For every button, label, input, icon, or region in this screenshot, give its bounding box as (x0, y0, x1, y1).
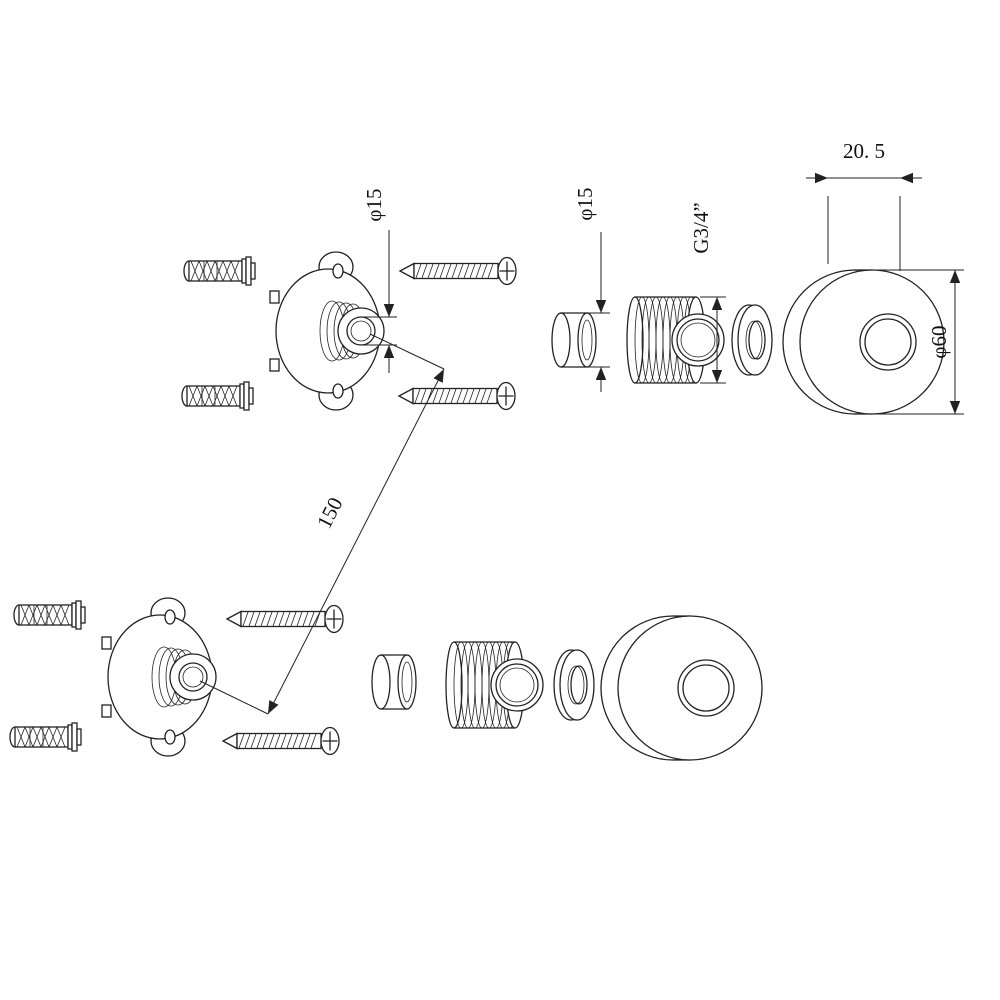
dimension-cover-diameter: φ60 (876, 269, 964, 415)
wall-flange (101, 597, 217, 757)
escutcheon-cover (782, 269, 945, 415)
dimension-label-center-distance: 150 (312, 493, 348, 532)
wall-anchor (13, 600, 86, 630)
threaded-adapter (445, 641, 544, 729)
dimension-thread-size: G3/4” (689, 202, 726, 384)
mounting-screw (222, 726, 340, 756)
top-assembly (181, 251, 945, 415)
mounting-screw (399, 256, 517, 286)
bottom-assembly (9, 597, 763, 761)
dimension-flange-bore: φ15 (362, 188, 397, 373)
wall-anchor (183, 256, 256, 286)
wall-anchor (181, 381, 254, 411)
threaded-adapter (626, 296, 725, 384)
pipe-cap (551, 312, 597, 368)
dimension-label-flange-bore: φ15 (362, 188, 386, 221)
dimension-cap-diameter: φ15 (573, 187, 610, 392)
dimension-label-thread-size: G3/4” (689, 202, 713, 253)
mounting-screw (398, 381, 516, 411)
washer (553, 649, 595, 721)
mounting-screw (226, 604, 344, 634)
washer (731, 304, 773, 376)
escutcheon-cover (600, 615, 763, 761)
wall-flange (269, 251, 385, 411)
pipe-cap (371, 654, 417, 710)
dimension-label-cover-depth: 20. 5 (843, 139, 885, 163)
dimensions: φ15 φ15 G3/4” 20. 5 φ60 150 (199, 139, 964, 715)
wall-anchor (9, 722, 82, 752)
dimension-cover-depth: 20. 5 (806, 139, 922, 271)
dimension-label-cover-diameter: φ60 (927, 325, 951, 358)
dimension-label-cap-diameter: φ15 (573, 187, 597, 220)
